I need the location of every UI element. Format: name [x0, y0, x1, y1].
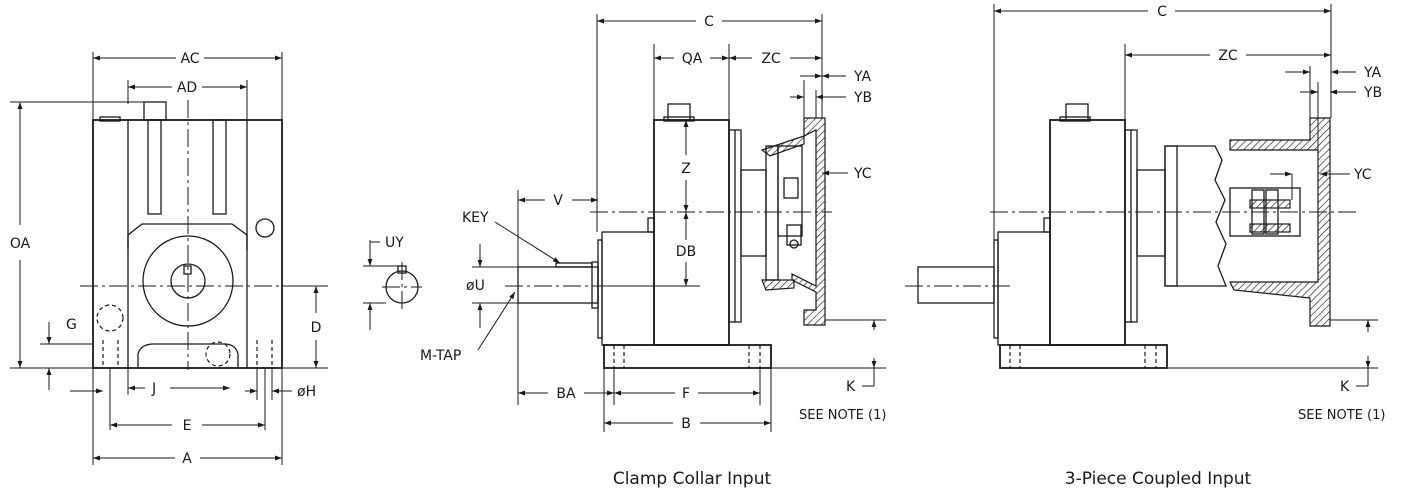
clamp-dim-yc-label: YC [853, 166, 872, 182]
dim-d-label: D [311, 320, 322, 336]
end-bearing-block [127, 223, 248, 250]
clamp-adapter-section [791, 117, 826, 326]
clamp-dim-yb-label: YB [853, 90, 872, 106]
dim-ad-label: AD [177, 80, 197, 96]
three-dim-yb-label: YB [1363, 85, 1382, 101]
dim-e-label: E [183, 418, 192, 434]
clamp-base [603, 344, 772, 369]
clamp-key-label: KEY [462, 210, 489, 226]
clamp-key [555, 262, 593, 268]
clamp-mtap-label: M-TAP [420, 348, 461, 364]
end-fill-plug [205, 341, 231, 367]
clamp-dim-v-label: V [553, 193, 563, 209]
three-input-shaft [917, 266, 995, 304]
dim-oa-label: OA [10, 236, 31, 252]
dim-a-label: A [182, 451, 192, 467]
clamp-caption: Clamp Collar Input [613, 469, 772, 489]
clamp-dim-f-label: F [682, 386, 690, 402]
three-dim-k-label: K [1340, 379, 1350, 395]
dim-uy-label: UY [385, 235, 404, 251]
three-motor-adapter [1164, 145, 1227, 287]
three-adapter-section [1229, 117, 1331, 327]
clamp-dim-c-label: C [704, 14, 714, 30]
clamp-dim-z-label: Z [681, 161, 691, 177]
clamp-dim-qa-label: QA [682, 51, 703, 67]
clamp-dim-zc-label: ZC [761, 51, 781, 67]
clamp-dim-u-label: øU [466, 278, 485, 294]
three-housing [1049, 119, 1126, 346]
clamp-note: SEE NOTE (1) [799, 408, 886, 423]
end-drain-plug [96, 304, 124, 332]
clamp-dim-ba-label: BA [556, 386, 576, 402]
clamp-housing [653, 119, 730, 346]
clamp-bearing-cap [601, 231, 655, 346]
end-foot-arch [137, 343, 239, 368]
three-dim-c-label: C [1157, 4, 1167, 20]
dim-ac-label: AC [180, 51, 199, 67]
dim-j-label: J [151, 381, 156, 397]
dim-h-label: øH [297, 384, 316, 400]
clamp-collar [765, 145, 779, 281]
clamp-dim-ya-label: YA [853, 69, 871, 85]
end-port [255, 218, 275, 238]
clamp-dim-k-label: K [846, 379, 856, 395]
three-dim-zc-label: ZC [1218, 48, 1238, 64]
end-slot-left [147, 119, 162, 215]
three-caption: 3-Piece Coupled Input [1065, 469, 1252, 489]
end-slot-right [212, 119, 227, 215]
clamp-dim-b-label: B [681, 416, 691, 432]
shaft-detail: UY [363, 235, 422, 330]
three-dim-yc-label: YC [1353, 167, 1372, 183]
dim-g-label: G [66, 317, 77, 333]
end-view: AC AD OA G D J øH [3, 51, 328, 467]
three-bearing-cap [997, 231, 1051, 346]
clamp-input-shaft [517, 266, 599, 304]
end-top-plug [99, 116, 121, 122]
three-base [999, 344, 1168, 369]
end-top-boss [143, 101, 167, 121]
three-dim-ya-label: YA [1363, 65, 1381, 81]
three-note: SEE NOTE (1) [1298, 408, 1385, 423]
clamp-dim-db-label: DB [676, 244, 696, 260]
three-piece-view: C ZC YA YB YC K SEE NOTE (1) 3-Piece Cou… [905, 4, 1385, 489]
end-housing-outline [92, 119, 283, 369]
clamp-collar-view: C QA ZC YA YB YC Z DB V [420, 14, 886, 489]
